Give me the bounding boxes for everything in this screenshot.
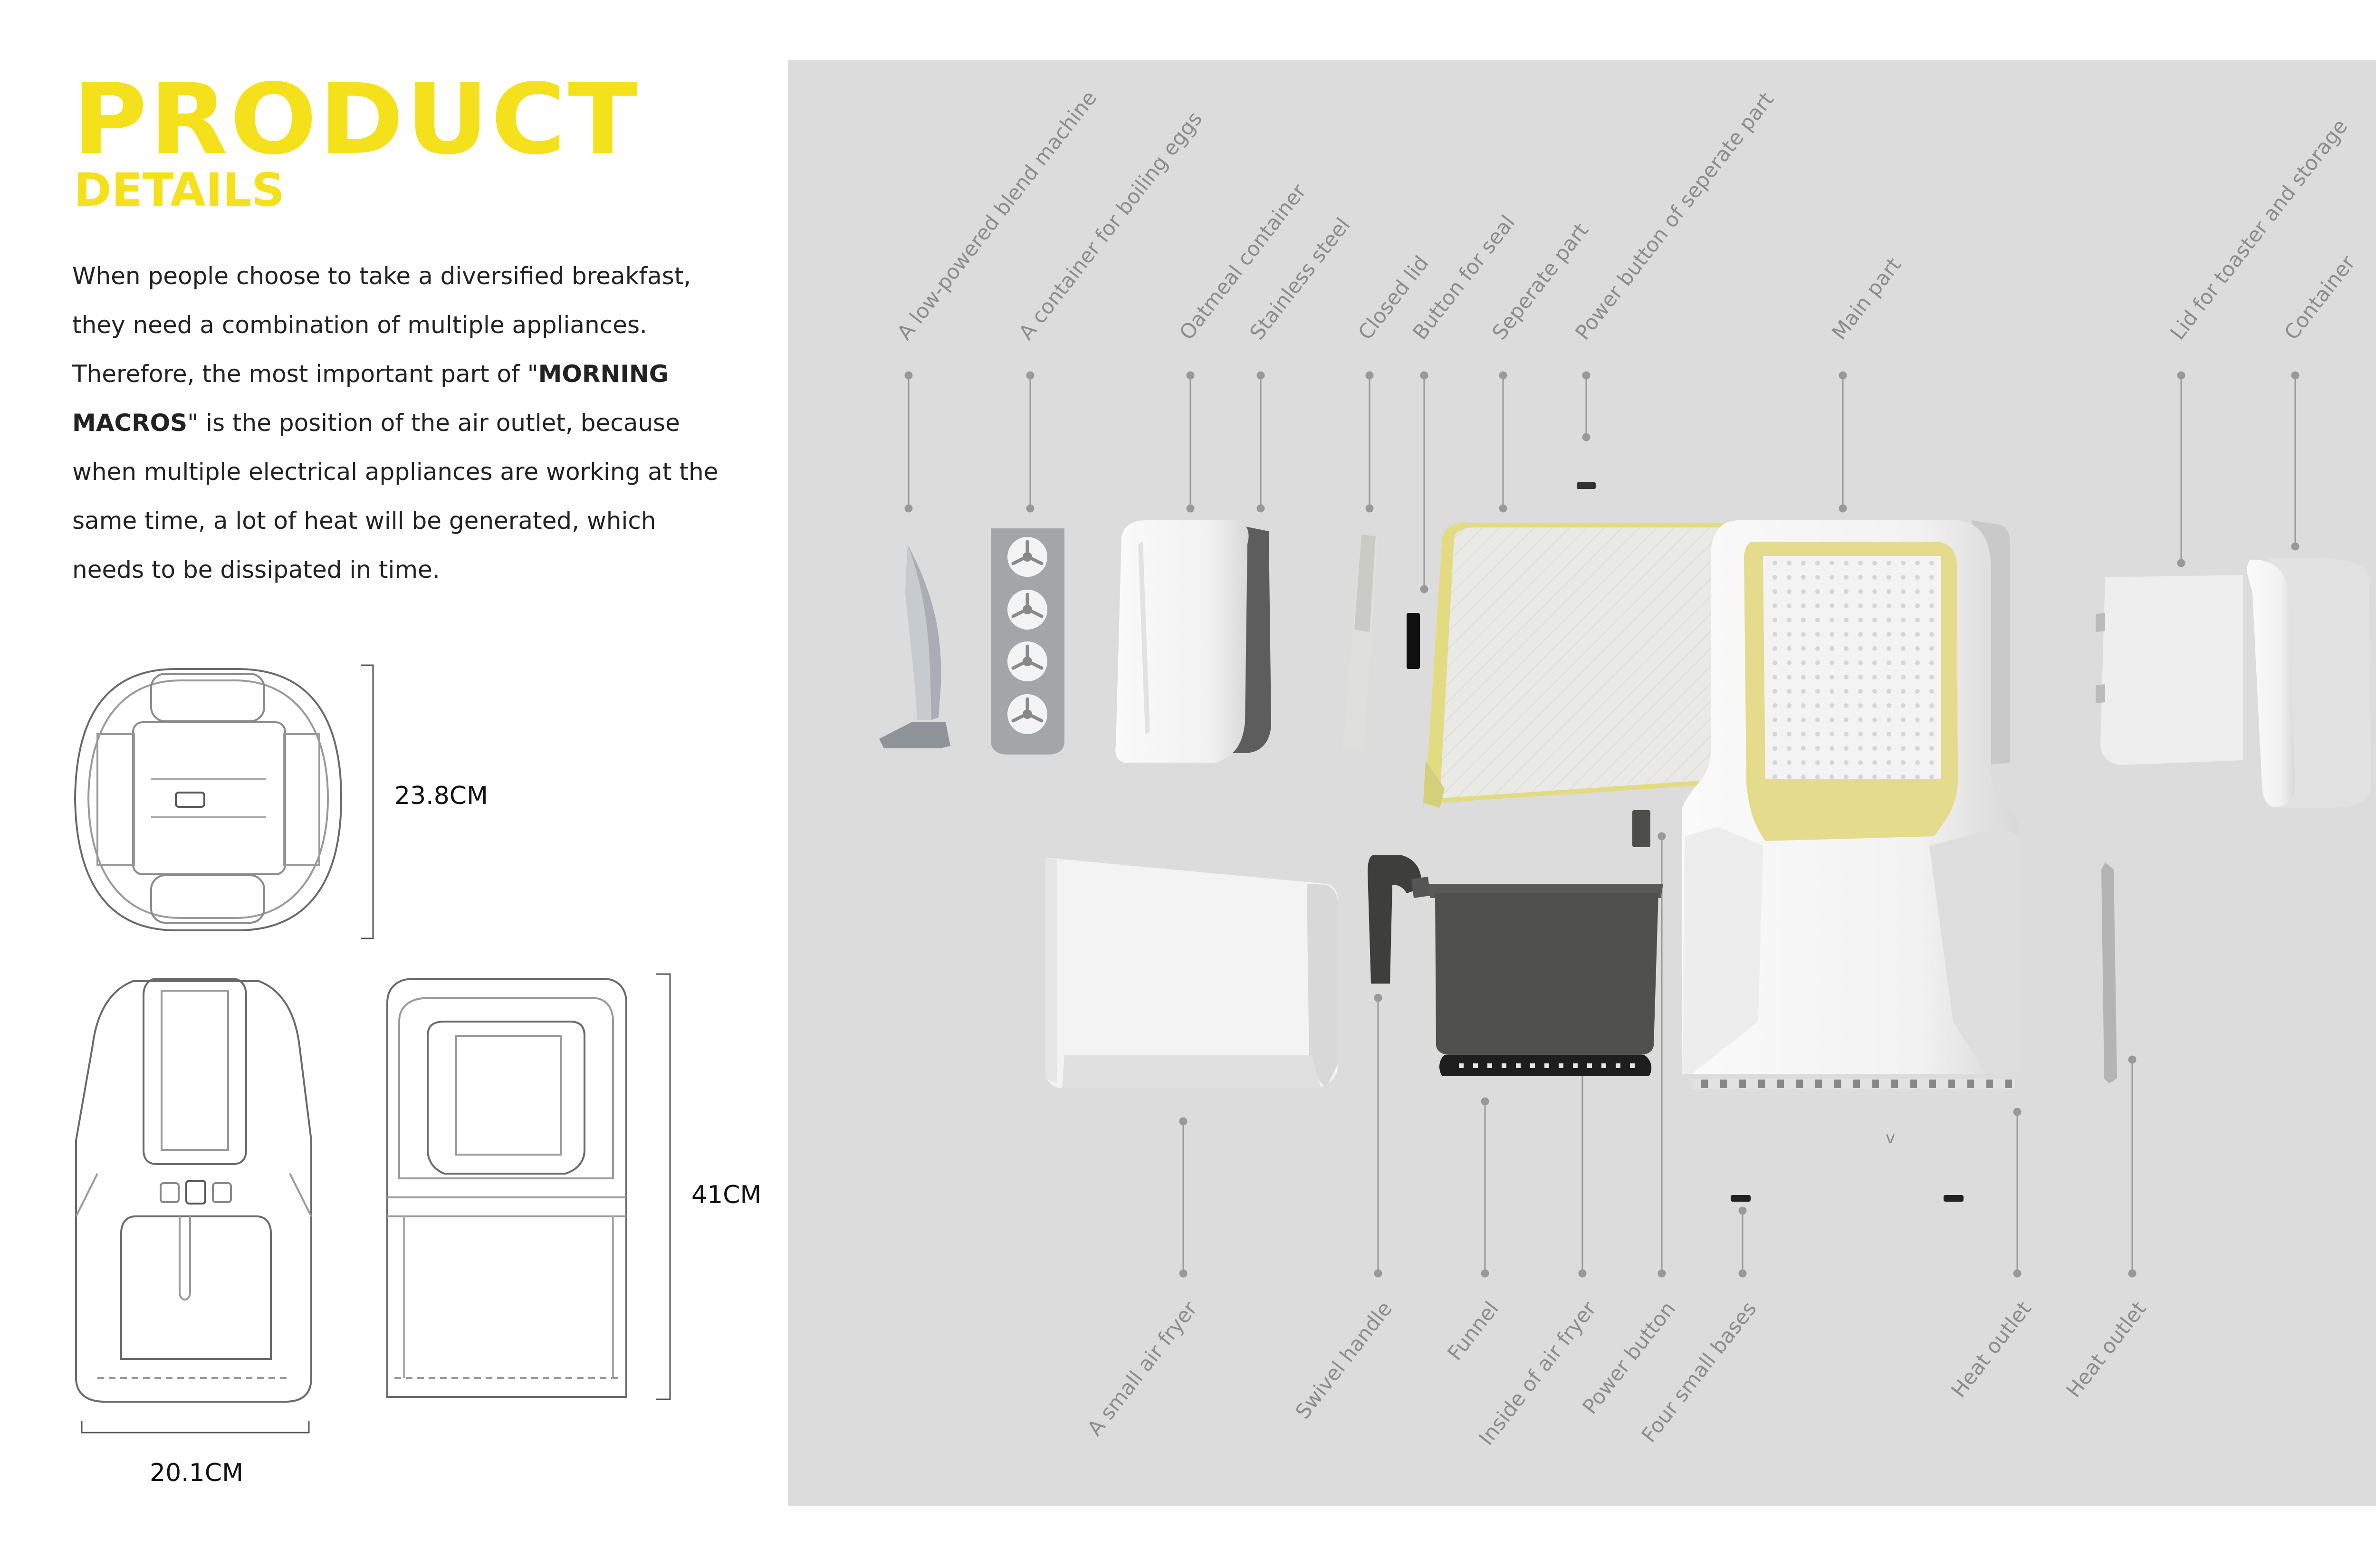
description-line: needs to be dissipated in time. xyxy=(72,556,440,583)
main-part xyxy=(1682,520,2020,1089)
container-part xyxy=(2247,558,2371,808)
egg-container-part xyxy=(991,528,1064,755)
leader-lines-top xyxy=(904,371,2299,593)
blend-machine-part xyxy=(879,544,950,748)
width-dimension: 20.1CM xyxy=(150,1459,243,1487)
view-mark: v xyxy=(1886,1128,1896,1147)
fan-icon xyxy=(1007,537,1047,734)
closed-lid-part xyxy=(1342,535,1378,751)
description-line: when multiple electrical appliances are … xyxy=(72,458,719,486)
heat-outlet-vents xyxy=(1692,1079,2015,1089)
toaster-lid-part xyxy=(2096,575,2243,765)
swivel-handle-part xyxy=(1368,855,1430,984)
oatmeal-container-part xyxy=(1115,520,1271,763)
small-base-part xyxy=(1731,1195,1751,1202)
brand-name: MACROS xyxy=(72,409,188,437)
description-line: When people choose to take a diversified… xyxy=(72,262,691,290)
page-title: PRODUCT xyxy=(72,63,640,176)
description-line: MACROS" is the position of the air outle… xyxy=(72,409,680,437)
description-line: Therefore, the most important part of "M… xyxy=(72,360,669,388)
page-subtitle: DETAILS xyxy=(74,163,285,217)
height-dimension: 41CM xyxy=(691,1181,762,1209)
depth-dimension: 23.8CM xyxy=(394,782,488,810)
seal-button-part xyxy=(1407,613,1420,669)
fryer-inside-part xyxy=(1428,884,1663,1076)
description-line: same time, a lot of heat will be generat… xyxy=(72,507,656,535)
small-base-part xyxy=(1944,1195,1964,1202)
heat-outlet-part xyxy=(2101,862,2117,1083)
power-button-separate-part xyxy=(1577,482,1596,489)
brand-name: MORNING xyxy=(538,360,669,388)
power-button-part xyxy=(1632,810,1650,847)
separate-part xyxy=(1423,523,1730,808)
small-air-fryer-part xyxy=(1045,858,1338,1088)
description: When people choose to take a diversified… xyxy=(72,252,747,594)
description-line: they need a combination of multiple appl… xyxy=(72,311,647,339)
